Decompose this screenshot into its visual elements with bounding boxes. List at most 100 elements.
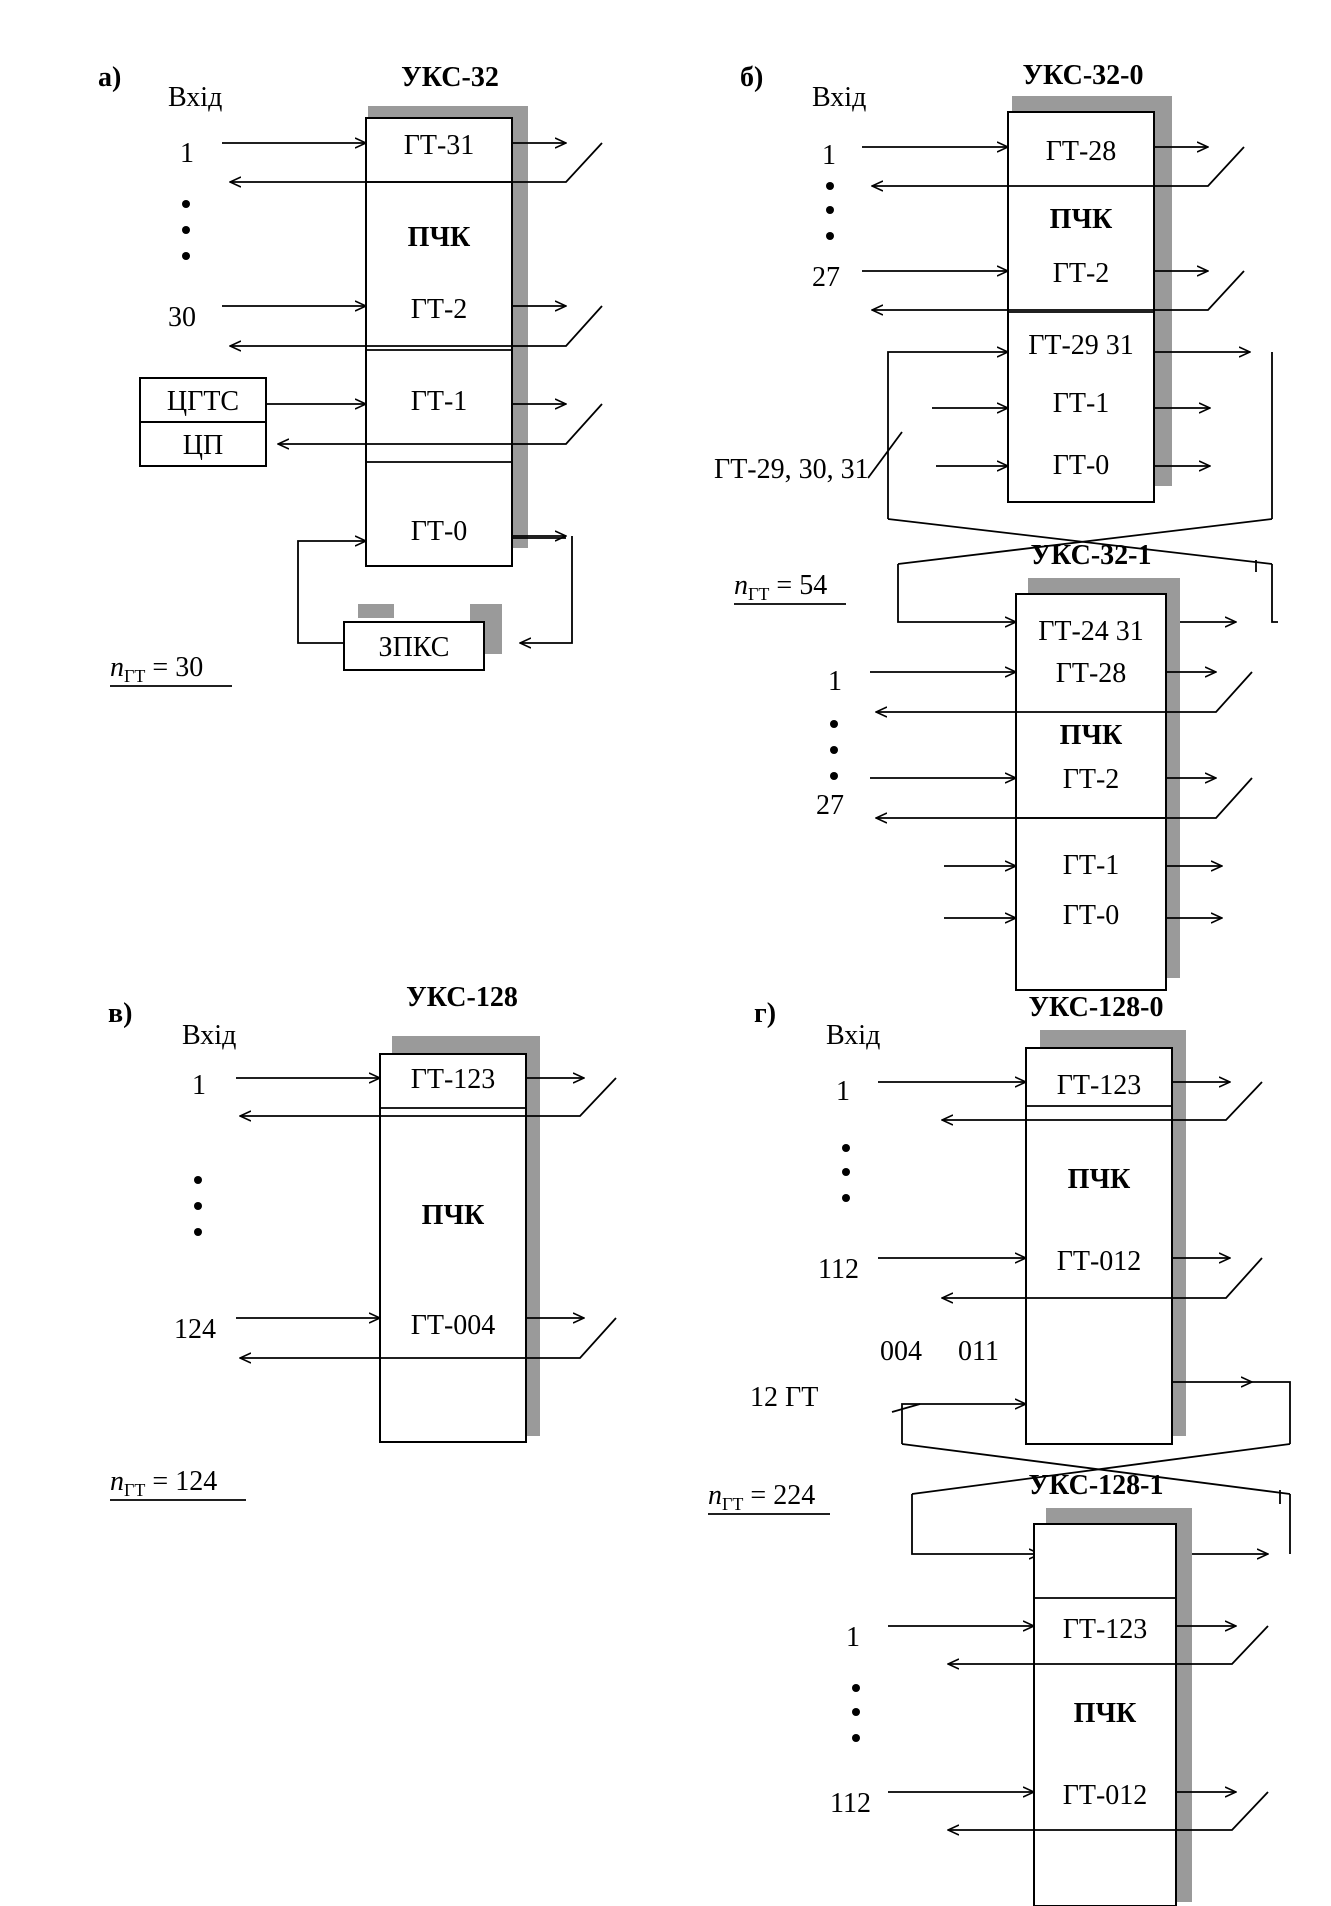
n-value: = 30: [145, 652, 203, 683]
ellipsis-dot: [842, 1168, 850, 1176]
panel-c: в) Вхід УКС-128 ГТ-123 ПЧК ГТ-004 1 124 …: [108, 982, 617, 1501]
panel-b-bottom-title: УКС-32-1: [1030, 540, 1151, 571]
n-value: = 54: [769, 570, 827, 601]
panel-a-gt-zero: ГТ-0: [411, 516, 468, 547]
svg-text:nГТ = 30: nГТ = 30: [110, 652, 203, 686]
panel-a-input-first: 1: [180, 138, 194, 169]
panel-b-bottom-gt-one: ГТ-1: [1063, 850, 1120, 881]
panel-d-input-header: Вхід: [826, 1020, 880, 1051]
ellipsis-dot: [852, 1708, 860, 1716]
panel-d-bottom-gt-top: ГТ-123: [1063, 1614, 1148, 1645]
panel-b-letter: б): [740, 62, 763, 93]
panel-b-input-header: Вхід: [812, 82, 866, 113]
panel-c-switch-block: [379, 1053, 527, 1443]
panel-b-bottom-block: [1015, 593, 1167, 991]
panel-d-bottom-gt-second: ГТ-012: [1063, 1780, 1148, 1811]
panel-a-gt-one: ГТ-1: [411, 386, 468, 417]
panel-c-gt-top: ГТ-123: [411, 1064, 496, 1095]
panel-b-top-gt-trunk: ГТ-29 31: [1028, 330, 1134, 361]
panel-b: б) Вхід УКС-32-0 ГТ-28 ПЧК ГТ-2 ГТ-29 31…: [714, 60, 1278, 991]
panel-d-top-block-label: ПЧК: [1068, 1164, 1131, 1195]
panel-d-trunk-range-to: 011: [958, 1336, 999, 1367]
panel-a-zpks-shadow: [358, 604, 394, 618]
n-symbol: n: [734, 570, 748, 601]
panel-c-input-last: 124: [174, 1314, 216, 1345]
n-subscript: ГТ: [124, 1480, 145, 1500]
panel-a-input-last: 30: [168, 302, 196, 333]
panel-a-letter: а): [98, 62, 121, 93]
panel-b-top-gt-one: ГТ-1: [1053, 388, 1110, 419]
panel-c-input-first: 1: [192, 1070, 206, 1101]
panel-d-top-block: [1025, 1047, 1173, 1445]
panel-c-trunk-count: nГТ = 124: [110, 1466, 246, 1501]
ellipsis-dot: [182, 252, 190, 260]
panel-d-trunk-label: 12 ГТ: [750, 1382, 818, 1413]
n-subscript: ГТ: [124, 666, 145, 686]
panel-a-cp-box: [139, 421, 267, 467]
ellipsis-dot: [830, 720, 838, 728]
ellipsis-dot: [826, 206, 834, 214]
panel-d-bottom-title: УКС-128-1: [1028, 1470, 1163, 1501]
ellipsis-dot: [194, 1202, 202, 1210]
ellipsis-dot: [826, 182, 834, 190]
ellipsis-dot: [852, 1684, 860, 1692]
panel-b-top-title: УКС-32-0: [1022, 60, 1143, 91]
panel-a-gt-top: ГТ-31: [404, 130, 475, 161]
panel-d: г) Вхід УКС-128-0 ГТ-123 ПЧК ГТ-012 1 11…: [708, 992, 1291, 1906]
panel-a-gt-second: ГТ-2: [411, 294, 468, 325]
panel-b-bottom-gt-top: ГТ-28: [1056, 658, 1127, 689]
n-value: = 124: [145, 1466, 217, 1497]
ellipsis-dot: [842, 1144, 850, 1152]
panel-d-top-input-last: 112: [818, 1254, 859, 1285]
panel-b-bottom-gt-zero: ГТ-0: [1063, 900, 1120, 931]
panel-b-top-block: [1007, 111, 1155, 503]
panel-a-block-label: ПЧК: [408, 222, 471, 253]
panel-b-top-gt-zero: ГТ-0: [1053, 450, 1110, 481]
panel-b-bottom-input-first: 1: [828, 666, 842, 697]
panel-c-letter: в): [108, 998, 132, 1029]
panel-a-trunk-count: nГТ = 30: [110, 652, 232, 687]
panel-c-gt-second: ГТ-004: [411, 1310, 496, 1341]
panel-a-zpks-box: [343, 621, 485, 671]
panel-b-bottom-block-label: ПЧК: [1060, 720, 1123, 751]
n-subscript: ГТ: [748, 584, 769, 604]
panel-d-bottom-input-last: 112: [830, 1788, 871, 1819]
ellipsis-dot: [830, 772, 838, 780]
n-symbol: n: [708, 1480, 722, 1511]
ellipsis-dot: [852, 1734, 860, 1742]
panel-a-input-header: Вхід: [168, 82, 222, 113]
panel-b-top-gt-second: ГТ-2: [1053, 258, 1110, 289]
panel-b-trunk-label: ГТ-29, 30, 31: [714, 454, 869, 485]
panel-d-letter: г): [754, 998, 776, 1029]
panel-d-trunk-range-from: 004: [880, 1336, 922, 1367]
panel-a-zpks-label: ЗПКС: [379, 632, 450, 663]
ellipsis-dot: [182, 200, 190, 208]
panel-d-bottom-block: [1033, 1523, 1177, 1906]
panel-d-bottom-input-first: 1: [846, 1622, 860, 1653]
panel-a-cp-label: ЦП: [183, 430, 223, 461]
n-symbol: n: [110, 1466, 124, 1497]
panel-a-switch-block: [365, 117, 513, 567]
svg-text:nГТ = 54: nГТ = 54: [734, 570, 827, 604]
panel-d-top-input-first: 1: [836, 1076, 850, 1107]
ellipsis-dot: [194, 1176, 202, 1184]
panel-a-switch-title: УКС-32: [401, 62, 499, 93]
n-symbol: n: [110, 652, 124, 683]
ellipsis-dot: [826, 232, 834, 240]
panel-b-top-block-label: ПЧК: [1050, 204, 1113, 235]
panel-a-cgts-box: [139, 377, 267, 423]
panel-b-bottom-input-last: 27: [816, 790, 844, 821]
n-value: = 224: [743, 1480, 815, 1511]
panel-a: а) Вхід УКС-32 ГТ-31 ПЧК ГТ-2 ГТ-1 ГТ-0 …: [98, 62, 603, 687]
ellipsis-dot: [842, 1194, 850, 1202]
svg-text:nГТ = 124: nГТ = 124: [110, 1466, 217, 1500]
ellipsis-dot: [182, 226, 190, 234]
panel-d-trunk-count: nГТ = 224: [708, 1480, 830, 1515]
svg-text:nГТ = 224: nГТ = 224: [708, 1480, 815, 1514]
panel-b-top-gt-top: ГТ-28: [1046, 136, 1117, 167]
panel-b-top-input-last: 27: [812, 262, 840, 293]
n-subscript: ГТ: [722, 1494, 743, 1514]
panel-d-top-gt-top: ГТ-123: [1057, 1070, 1142, 1101]
panel-b-top-input-first: 1: [822, 140, 836, 171]
